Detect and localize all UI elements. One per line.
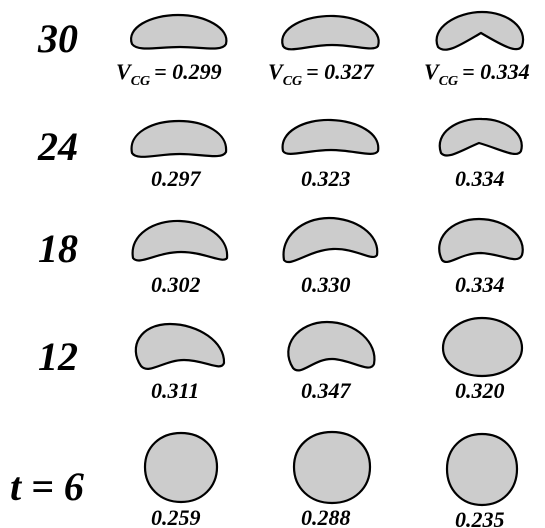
vcg-label-t30-c2: VCG= 0.327 [268,59,375,89]
droplet-shape-t24-c3 [438,117,523,157]
droplet-shape-t18-c2 [282,216,379,263]
droplet-shape-t30-c3 [435,10,525,51]
value-label-t6-c2: 0.288 [301,505,351,528]
vcg-label-t30-c3: VCG= 0.334 [424,59,530,89]
value-label-t6-c1: 0.259 [151,505,201,528]
value-label-t24-c1: 0.297 [151,166,202,191]
droplet-shape-t6-c1 [143,431,219,504]
droplet-shape-t12-c2 [287,320,376,372]
row-label-t18: 18 [38,226,78,271]
droplet-shape-t18-c3 [438,217,524,263]
value-label-t24-c3: 0.334 [455,166,505,191]
row-label-t6: t = 6 [10,464,84,509]
vcg-label-t30-c1: VCG= 0.299 [116,59,222,89]
value-label-t12-c1: 0.311 [151,378,199,403]
value-label-t12-c3: 0.320 [455,378,505,403]
value-label-t18-c2: 0.330 [301,272,351,297]
droplet-shape-t6-c3 [445,432,519,507]
droplet-shape-t30-c2 [281,14,380,51]
droplet-shape-t30-c1 [129,13,228,50]
droplet-shape-t24-c2 [281,118,380,155]
droplet-shape-t18-c1 [131,219,229,262]
value-label-t18-c1: 0.302 [151,272,201,297]
droplet-shape-t6-c2 [292,430,372,505]
value-label-t18-c3: 0.334 [455,272,505,297]
row-label-t24: 24 [37,124,78,169]
droplet-shape-t12-c3 [441,316,524,378]
droplet-shape-t24-c1 [130,119,228,158]
droplet-shape-t12-c1 [134,322,226,370]
value-label-t12-c2: 0.347 [301,378,352,403]
row-label-t12: 12 [38,334,78,379]
value-label-t24-c2: 0.323 [301,166,351,191]
value-label-t6-c3: 0.235 [455,507,505,528]
row-label-t30: 30 [37,16,78,61]
